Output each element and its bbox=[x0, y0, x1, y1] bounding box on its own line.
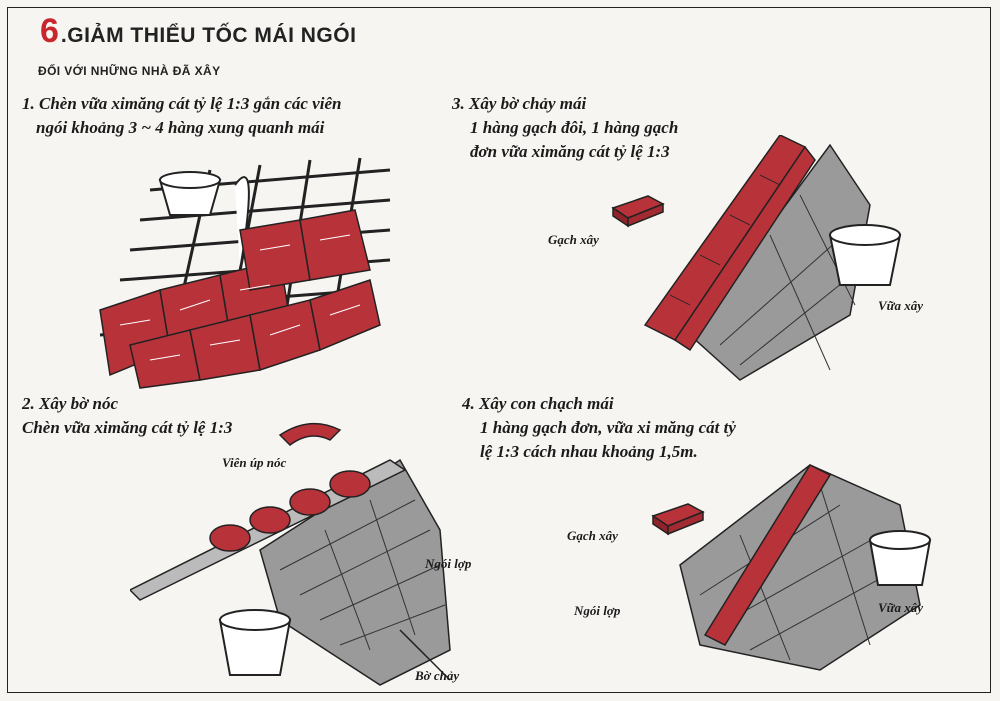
label-vien-up-noc: Viên úp nóc bbox=[222, 455, 287, 470]
page-border bbox=[7, 7, 991, 693]
step-2-line-1: 2. Xây bờ nóc bbox=[22, 394, 119, 413]
step-3-text: 3. Xây bờ chảy mái 1 hàng gạch đôi, 1 hà… bbox=[452, 92, 678, 164]
section-number: 6 bbox=[40, 12, 59, 50]
label-vua-xay-4: Vữa xây bbox=[878, 600, 923, 615]
label-ngoi-lop-2: Ngói lợp bbox=[425, 556, 472, 571]
illustration-step-1 bbox=[99, 157, 391, 389]
illustration-step-4 bbox=[679, 464, 932, 671]
step-1-line-2: ngói khoảng 3 ~ 4 hàng xung quanh mái bbox=[36, 118, 325, 137]
label-ngoi-lop-4: Ngói lợp bbox=[574, 603, 621, 618]
step-4-line-2: 1 hàng gạch đơn, vữa xi măng cát tỷ bbox=[480, 418, 736, 437]
section-heading: 6 .GIẢM THIỂU TỐC MÁI NGÓI bbox=[40, 14, 356, 48]
label-gach-xay-4: Gạch xây bbox=[567, 528, 618, 543]
step-3-line-3: đơn vữa ximăng cát tỷ lệ 1:3 bbox=[470, 142, 670, 161]
section-title: .GIẢM THIỂU TỐC MÁI NGÓI bbox=[60, 24, 357, 47]
brick-icon-step-3 bbox=[611, 195, 665, 228]
step-2-text: 2. Xây bờ nóc Chèn vữa ximăng cát tỷ lệ … bbox=[22, 392, 232, 440]
step-3-line-1: 3. Xây bờ chảy mái bbox=[452, 94, 587, 113]
brick-icon-step-4 bbox=[651, 503, 705, 536]
illustration-step-2 bbox=[130, 422, 451, 686]
step-4-line-3: lệ 1:3 cách nhau khoảng 1,5m. bbox=[480, 442, 698, 461]
illustration-step-3 bbox=[630, 135, 902, 381]
label-gach-xay-3: Gạch xây bbox=[548, 232, 599, 247]
step-4-line-1: 4. Xây con chạch mái bbox=[462, 394, 614, 413]
step-1-text: 1. Chèn vữa ximăng cát tỷ lệ 1:3 gắn các… bbox=[22, 92, 341, 140]
step-3-line-2: 1 hàng gạch đôi, 1 hàng gạch bbox=[470, 118, 679, 137]
label-bo-chay: Bờ chảy bbox=[415, 668, 460, 683]
step-1-line-1: 1. Chèn vữa ximăng cát tỷ lệ 1:3 gắn các… bbox=[22, 94, 342, 113]
label-vua-xay-3: Vữa xây bbox=[878, 298, 923, 313]
step-2-line-2: Chèn vữa ximăng cát tỷ lệ 1:3 bbox=[22, 418, 233, 437]
step-4-text: 4. Xây con chạch mái 1 hàng gạch đơn, vữ… bbox=[462, 392, 736, 464]
section-subtitle: ĐỐI VỚI NHỮNG NHÀ ĐÃ XÂY bbox=[38, 64, 221, 78]
